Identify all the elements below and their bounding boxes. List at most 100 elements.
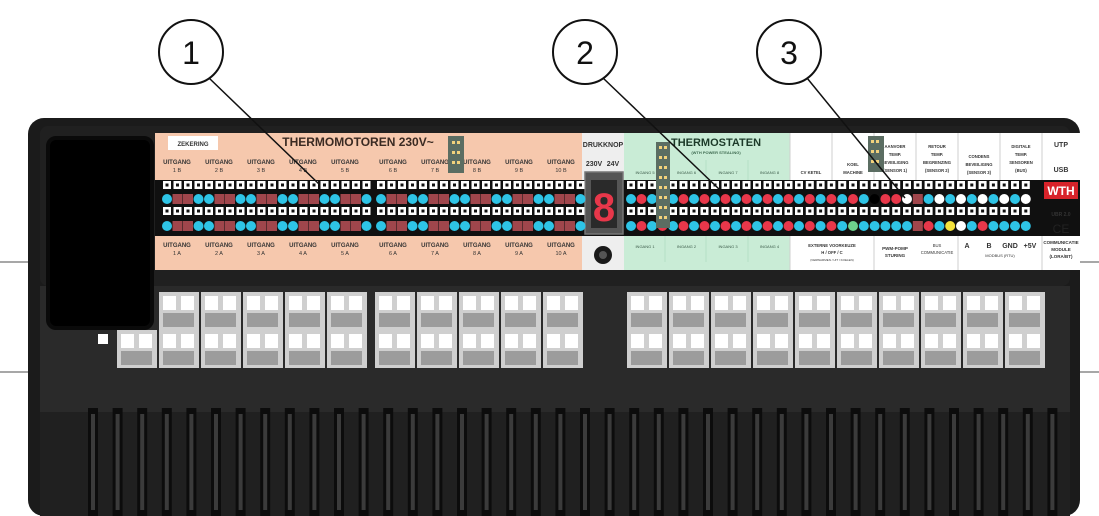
left-lead-row2-8	[246, 221, 256, 231]
block-row2-mid-3-slot-b	[523, 334, 536, 348]
mid-lead-row2-5	[428, 221, 439, 231]
right-terminal-top-11-hole	[916, 183, 920, 187]
left-terminal-top-16-hole	[333, 183, 337, 187]
mid-terminal-mid-16-hole	[547, 209, 551, 213]
left-terminal-top-6-hole	[228, 183, 232, 187]
block-row1-right-0-body	[631, 313, 662, 327]
right-lead-row1-5	[848, 194, 858, 204]
thermostaat-terminal-top-14-hole	[776, 183, 780, 187]
right-lead-row1-8	[880, 194, 891, 204]
right-terminal-top-20-hole	[1013, 183, 1017, 187]
uitgang-top-8-id: 8 B	[473, 168, 482, 174]
vent-slot-inner-10	[337, 414, 341, 510]
uitgang-top-4-title: UITGANG	[289, 160, 317, 166]
uitgang-bottom-7-title: UITGANG	[421, 243, 449, 249]
uitgang-top-10-title: UITGANG	[547, 160, 575, 166]
left-terminal-mid-15-hole	[323, 209, 326, 213]
header-pin-a-2	[659, 166, 662, 169]
mid-lead-row2-18	[565, 221, 575, 231]
thermostaat-lead-row2-15	[783, 221, 794, 231]
thermostaat-terminal-top-0-hole	[629, 183, 633, 187]
header-pin-b-2	[664, 166, 667, 169]
mid-lead-row1-18	[565, 194, 575, 204]
uitgang-top-4-id: 4 B	[299, 168, 308, 174]
left-lead-row2-3	[193, 221, 204, 231]
vent-slot-inner-25	[706, 414, 710, 510]
thermostaat-lead-row1-12	[752, 194, 762, 204]
right-terminal-mid-17-hole	[981, 209, 985, 213]
thermostaat-lead-row2-14	[773, 221, 783, 231]
block-row1-right-3-slot-a	[757, 296, 770, 310]
ingang-bottom-4: INGANG 4	[760, 244, 780, 249]
right-terminal-mid-2-hole	[819, 209, 823, 213]
block-row2-right-8-slot-a	[967, 334, 980, 348]
thermostaat-lead-row2-7	[699, 221, 710, 231]
mid-terminal-mid-4-hole	[421, 209, 425, 213]
right-lead-row1-16	[966, 194, 977, 204]
comm-module-label-0: COMMUNICATIE	[1043, 240, 1078, 245]
thermostaat-terminal-mid-1-hole	[640, 209, 643, 213]
uitgang-top-1-title: UITGANG	[163, 160, 191, 166]
block-row2-right-8-slot-b	[985, 334, 998, 348]
block-row1-mid-0-slot-a	[379, 296, 392, 310]
mid-terminal-top-10-hole	[484, 183, 488, 187]
block-row1-right-2-slot-a	[715, 296, 728, 310]
left-terminal-top-9-hole	[260, 183, 263, 187]
thermostaat-lead-row2-0	[626, 221, 636, 231]
block-row1-right-7-slot-a	[925, 296, 938, 310]
mid-terminal-mid-8-hole	[463, 209, 467, 213]
block-row1-right-3-body	[757, 313, 788, 327]
block-row2-left-2-body	[205, 351, 236, 365]
jumper-pin-a-2	[452, 161, 455, 164]
thermostaat-terminal-mid-5-hole	[682, 209, 685, 213]
right-terminal-top-18-hole	[991, 183, 995, 187]
drukknop-button-inner	[599, 251, 607, 259]
right-lead-row1-7	[869, 194, 880, 204]
vent-slot-inner-5	[214, 414, 218, 510]
uitgang-bottom-10-id: 10 A	[555, 251, 566, 257]
zekering-label: ZEKERING	[177, 142, 208, 148]
modbus-term-+5V: +5V	[1024, 243, 1037, 250]
block-row2-right-0-slot-a	[631, 334, 644, 348]
mid-lead-row2-12	[502, 221, 512, 231]
block-row1-right-6-slot-a	[883, 296, 896, 310]
drukknop-label: DRUKKNOP	[583, 142, 624, 149]
block-row2-right-1-body	[673, 351, 704, 365]
thermostaat-terminal-top-15-hole	[787, 183, 790, 187]
mid-terminal-mid-1-hole	[390, 209, 393, 213]
block-row2-mid-0-slot-a	[379, 334, 392, 348]
block-row2-right-7-slot-b	[943, 334, 956, 348]
brand-logo-bg	[1044, 182, 1078, 199]
thermostaat-terminal-top-13-hole	[766, 183, 769, 187]
right-lead-row2-10	[902, 221, 912, 231]
jumper-pin-b-2	[457, 161, 460, 164]
thermostaat-lead-row1-4	[668, 194, 678, 204]
block-row2-mid-4-slot-a	[547, 334, 560, 348]
left-terminal-mid-8-hole	[249, 209, 253, 213]
block-row1-mid-3-slot-b	[523, 296, 536, 310]
callout-3-leader	[806, 77, 906, 199]
mid-terminal-mid-19-hole	[579, 209, 582, 213]
thermostaat-terminal-mid-12-hole	[755, 209, 759, 213]
left-lead-row2-6	[225, 221, 235, 231]
block-row2-right-0-body	[631, 351, 662, 365]
usb-label: USB	[1054, 167, 1069, 174]
left-terminal-mid-19-hole	[365, 209, 368, 213]
block-row1-left-2-slot-b	[265, 296, 278, 310]
vent-slot-inner-18	[533, 414, 538, 510]
left-terminal-top-4-hole	[207, 183, 211, 187]
block-row1-mid-2-slot-a	[463, 296, 476, 310]
mid-terminal-top-7-hole	[453, 183, 456, 187]
left-lead-row1-8	[246, 194, 256, 204]
block-row2-left-5-slot-b	[349, 334, 362, 348]
mid-lead-row1-9	[470, 194, 481, 204]
block-row2-mid-3-body	[505, 351, 536, 365]
right-lead-row2-20	[1010, 221, 1020, 231]
left-lead-row2-2	[183, 221, 193, 231]
thermostaat-lead-row1-13	[762, 194, 773, 204]
mid-lead-row2-3	[407, 221, 418, 231]
thermostaat-terminal-top-6-hole	[692, 183, 696, 187]
left-lead-row1-6	[225, 194, 235, 204]
right-terminal-top-4-hole	[840, 183, 844, 187]
block-row1-right-6-slot-b	[901, 296, 914, 310]
